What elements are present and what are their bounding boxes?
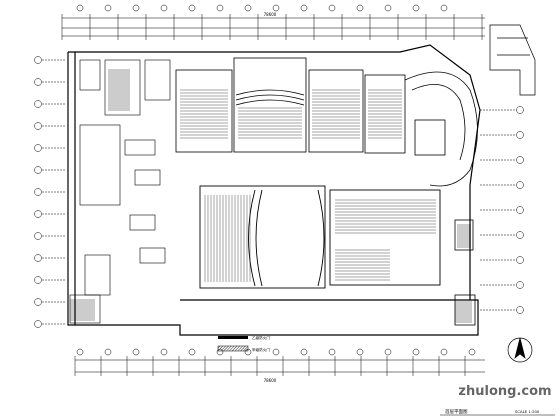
watermark: zhulong.com	[458, 384, 551, 399]
axis-bubble	[468, 348, 476, 356]
axis-bubble	[440, 348, 448, 356]
axis-bubble	[34, 144, 42, 152]
top-axis-markers	[76, 4, 448, 12]
axis-bubble	[384, 348, 392, 356]
axis-bubble	[412, 4, 420, 12]
axis-bubble	[384, 4, 392, 12]
axis-bubble	[34, 188, 42, 196]
bottom-axis-markers	[76, 348, 476, 356]
left-stair-hatching	[70, 69, 472, 323]
axis-bubble	[160, 348, 168, 356]
left-axis-markers	[34, 56, 66, 328]
axis-bubble	[34, 100, 42, 108]
main-hall-seating	[204, 195, 436, 282]
axis-bubble	[516, 281, 524, 289]
right-curved-lobby	[404, 71, 478, 326]
axis-bubble	[216, 4, 224, 12]
axis-bubble	[356, 348, 364, 356]
top-overall-dimension: 78600	[264, 12, 277, 17]
axis-bubble	[328, 4, 336, 12]
legend-swatch-2	[217, 345, 249, 352]
axis-bubble	[328, 348, 336, 356]
main-hall	[199, 185, 441, 289]
axis-bubble	[244, 4, 252, 12]
axis-bubble	[34, 320, 42, 328]
sheet-title: 首层平面图	[445, 408, 468, 415]
axis-bubble	[34, 210, 42, 218]
legend-swatch-1	[218, 336, 248, 339]
axis-bubble	[516, 131, 524, 139]
axis-bubble	[516, 256, 524, 264]
bottom-dimension-ticks	[74, 356, 466, 376]
right-axis-markers	[480, 106, 524, 314]
axis-bubble	[132, 4, 140, 12]
axis-bubble	[34, 232, 42, 240]
axis-bubble	[76, 348, 84, 356]
bottom-overall-dimension: 78600	[264, 378, 277, 383]
axis-bubble	[34, 78, 42, 86]
legend: 乙级防火门 甲级防火门	[217, 335, 270, 352]
top-dimension-ticks	[61, 14, 483, 40]
legend-label-2: 甲级防火门	[252, 347, 270, 352]
axis-bubble	[272, 4, 280, 12]
upper-seating-rows	[180, 89, 402, 139]
bottom-dimension-lines	[75, 359, 485, 373]
axis-bubble	[34, 56, 42, 64]
upper-auditorium-blocks	[175, 57, 406, 154]
left-wing-rooms	[69, 59, 171, 324]
axis-bubble	[516, 156, 524, 164]
axis-bubble	[34, 254, 42, 262]
annex-top-right	[489, 24, 536, 96]
axis-bubble	[300, 348, 308, 356]
axis-bubble	[516, 106, 524, 114]
axis-bubble	[516, 306, 524, 314]
axis-bubble	[516, 206, 524, 214]
north-arrow-icon	[507, 337, 533, 363]
axis-bubble	[34, 276, 42, 284]
axis-bubble	[440, 4, 448, 12]
axis-bubble	[34, 298, 42, 306]
axis-bubble	[34, 122, 42, 130]
scale-label: SCALE 1:200	[515, 409, 540, 414]
axis-bubble	[356, 4, 364, 12]
axis-bubble	[188, 348, 196, 356]
legend-label-1: 乙级防火门	[252, 335, 270, 340]
axis-bubble	[160, 4, 168, 12]
axis-bubble	[104, 348, 112, 356]
axis-bubble	[76, 4, 84, 12]
axis-bubble	[104, 4, 112, 12]
axis-bubble	[272, 348, 280, 356]
axis-bubble	[516, 181, 524, 189]
axis-bubble	[412, 348, 420, 356]
axis-bubble	[188, 4, 196, 12]
axis-bubble	[516, 231, 524, 239]
top-dimension-lines	[62, 17, 485, 37]
axis-bubble	[132, 348, 140, 356]
axis-bubble	[300, 4, 308, 12]
axis-bubble	[34, 166, 42, 174]
